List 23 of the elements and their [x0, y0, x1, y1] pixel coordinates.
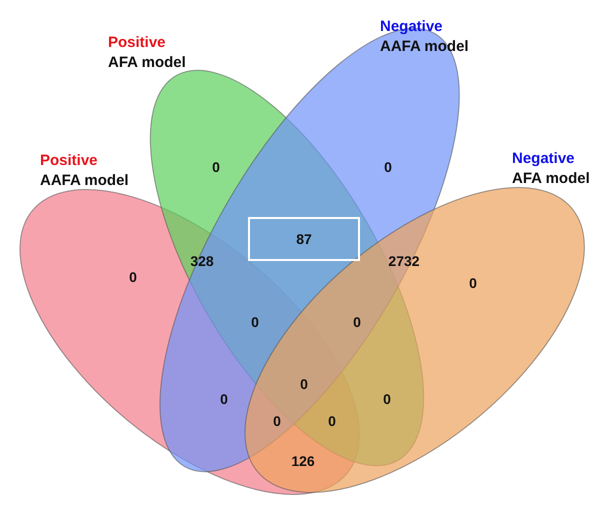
count-label: 328	[190, 253, 214, 269]
count-label: 0	[273, 413, 281, 429]
count-label: 2732	[388, 253, 420, 269]
model-label: AAFA model	[380, 38, 469, 56]
class-label: Negative	[380, 18, 443, 36]
model-label: AFA model	[512, 170, 590, 188]
count-label: 0	[129, 269, 137, 285]
count-label: 126	[291, 453, 315, 469]
count-label: 0	[251, 314, 259, 330]
class-label: Positive	[108, 34, 166, 52]
count-label: 0	[383, 391, 391, 407]
count-label: 0	[328, 413, 336, 429]
count-label: 0	[469, 275, 477, 291]
count-label: 0	[212, 159, 220, 175]
count-label: 0	[220, 391, 228, 407]
class-label: Positive	[40, 152, 98, 170]
class-label: Negative	[512, 150, 575, 168]
model-label: AAFA model	[40, 172, 129, 190]
count-label: 87	[296, 231, 312, 247]
count-label: 0	[353, 314, 361, 330]
model-label: AFA model	[108, 54, 186, 72]
count-label: 0	[300, 376, 308, 392]
count-label: 0	[384, 159, 392, 175]
